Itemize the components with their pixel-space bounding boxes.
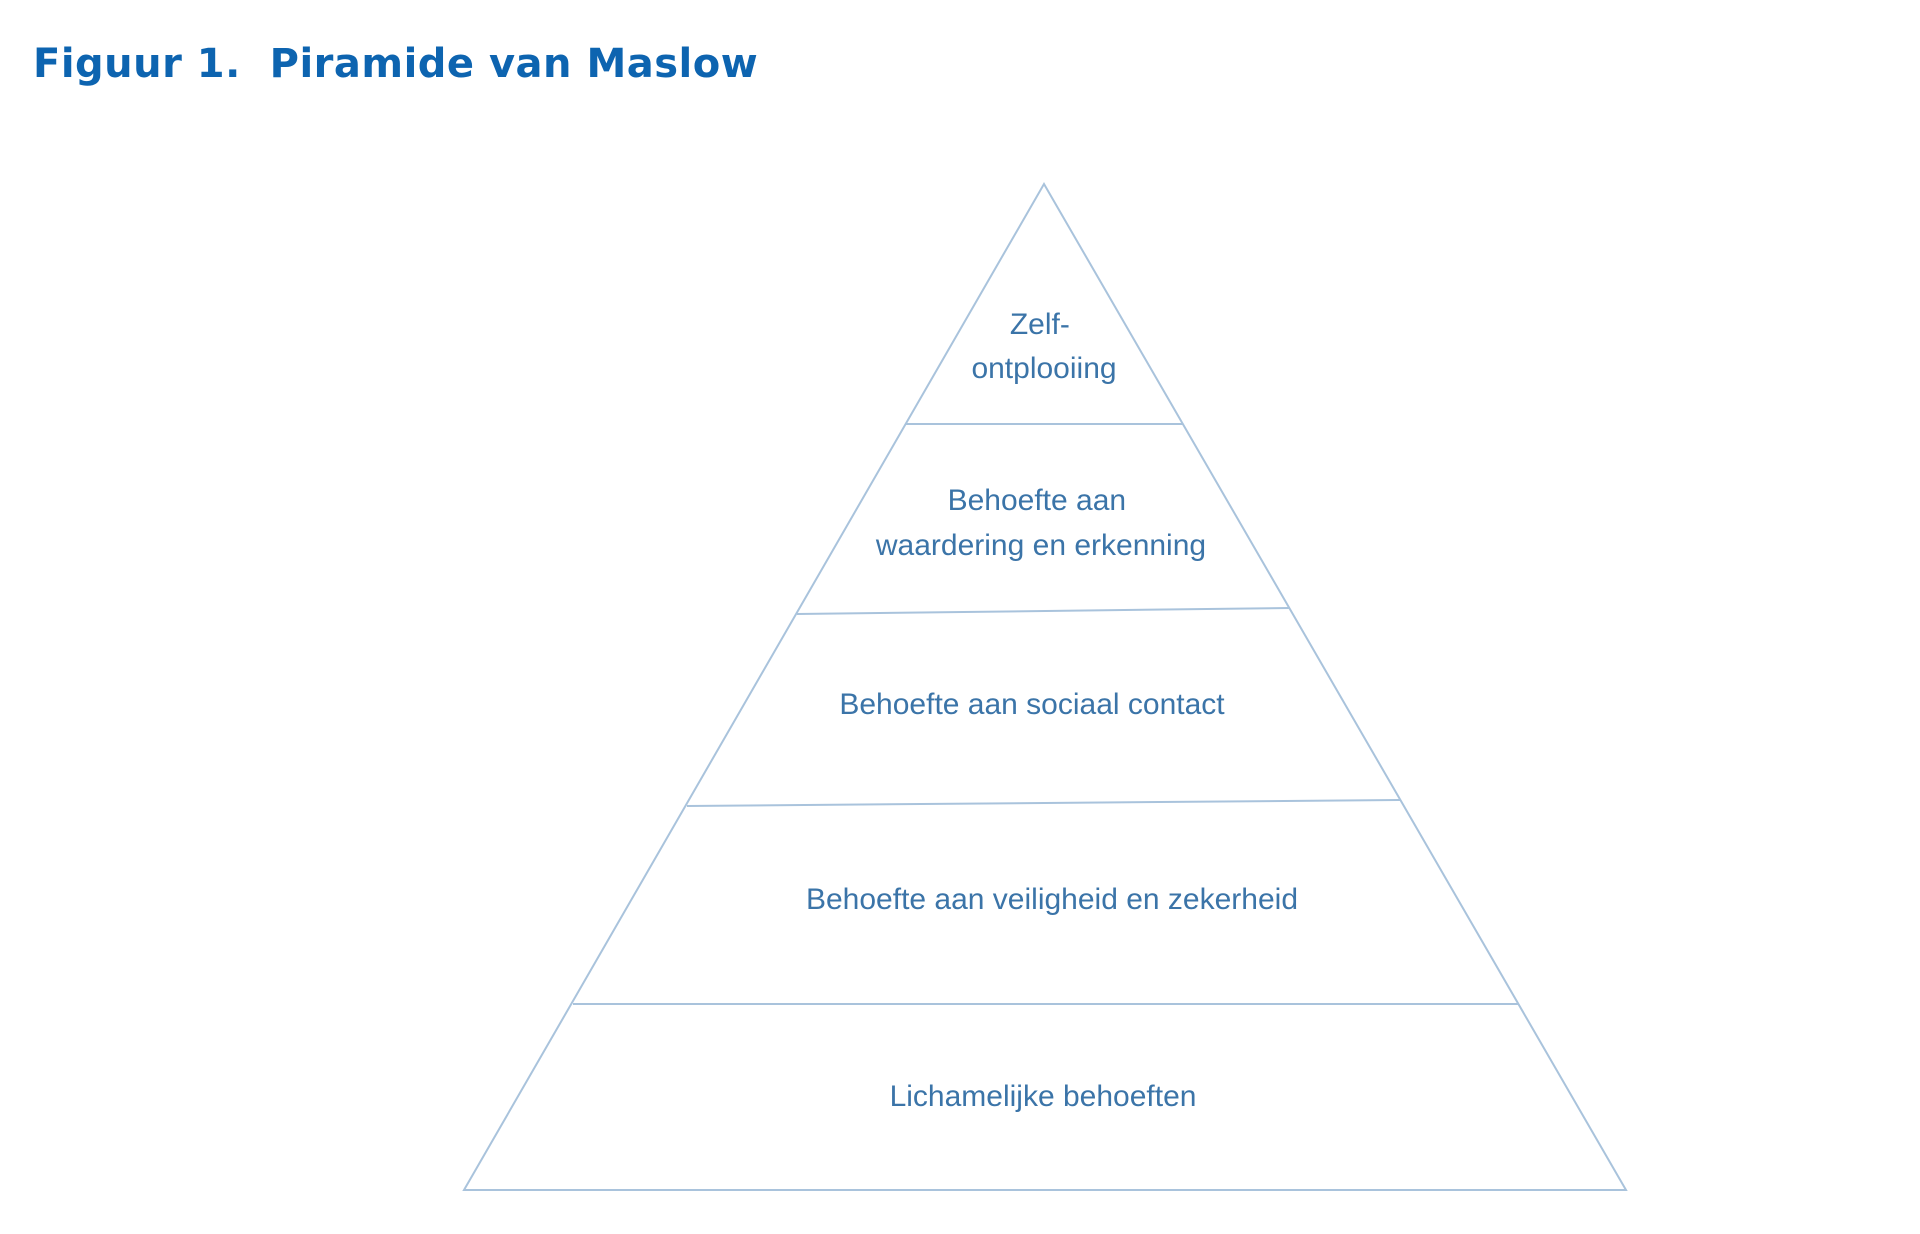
- level-4-line-1: Behoefte aan veiligheid en zekerheid: [806, 883, 1298, 916]
- figure-title: Figuur 1. Piramide van Maslow: [33, 41, 759, 87]
- pyramid-outline: [462, 182, 1628, 1191]
- level-2-line-2: waardering en erkenning: [875, 529, 1206, 562]
- level-divider-2: [796, 607, 1291, 615]
- level-1-label: Zelf- ontplooiing: [971, 308, 1116, 385]
- level-2-line-1: Behoefte aan: [948, 484, 1127, 517]
- level-1-line-1: Zelf-: [1010, 308, 1070, 341]
- level-5-label: Lichamelijke behoeften: [890, 1080, 1197, 1113]
- level-2-label: Behoefte aan waardering en erkenning: [875, 484, 1206, 562]
- level-5-line-1: Lichamelijke behoeften: [890, 1080, 1197, 1113]
- level-4-label: Behoefte aan veiligheid en zekerheid: [806, 883, 1298, 916]
- level-3-line-1: Behoefte aan sociaal contact: [839, 688, 1225, 721]
- level-1-line-2: ontplooiing: [971, 352, 1116, 385]
- level-divider-3: [686, 799, 1401, 807]
- level-3-label: Behoefte aan sociaal contact: [839, 688, 1225, 721]
